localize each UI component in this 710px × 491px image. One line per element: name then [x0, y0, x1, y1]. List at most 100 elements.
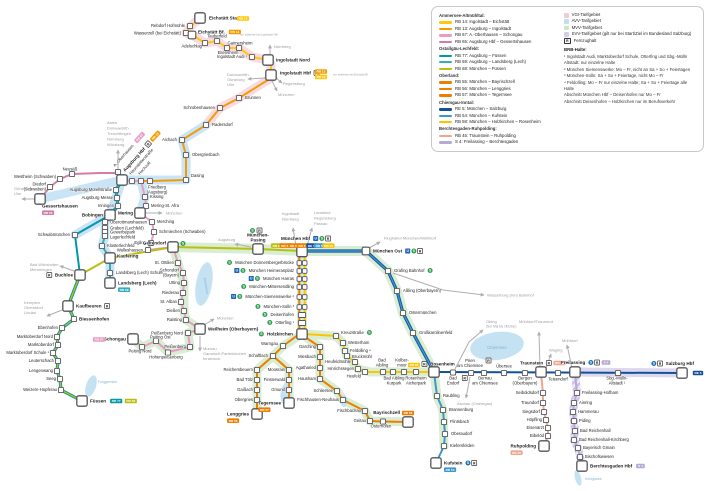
station-marker[interactable] — [56, 175, 64, 183]
station-marker[interactable] — [106, 269, 114, 277]
station-marker[interactable] — [296, 328, 308, 340]
station-marker[interactable] — [521, 369, 529, 377]
station-marker[interactable] — [104, 252, 116, 264]
station-marker[interactable] — [341, 347, 349, 355]
station-miesbach[interactable]: Miesbach — [298, 353, 324, 361]
station-kiefersfelden[interactable]: Kiefersfelden — [440, 443, 475, 450]
station-marker[interactable] — [180, 279, 188, 287]
station-marker[interactable] — [146, 177, 154, 185]
station-biessenhofen[interactable]: Biessenhofen — [70, 315, 110, 323]
station-marker[interactable] — [500, 369, 508, 377]
station-bayerisch-gmain[interactable]: Bayerisch Gmain — [574, 445, 616, 452]
station-marker[interactable] — [253, 376, 261, 384]
station-weilheim-oberbayern[interactable]: Weilheim (Oberbayern) — [194, 323, 259, 335]
station-teisendorf[interactable]: Teisendorf — [548, 369, 569, 382]
station-traundorf[interactable]: Traundorf — [521, 400, 547, 407]
station-lengenwang[interactable]: Lengenwang — [29, 368, 61, 375]
station-marker[interactable] — [34, 193, 46, 205]
station-ostermuenchen[interactable]: Ostermünchen — [399, 310, 437, 317]
station-marker[interactable] — [301, 304, 308, 310]
station-augsburg-messe[interactable]: Augsburg Messe — [81, 195, 121, 202]
station-marker[interactable] — [235, 94, 243, 102]
station-marker[interactable] — [297, 312, 307, 318]
station-schwabmuenchen[interactable]: Schwabmünchen — [38, 232, 79, 239]
station-marker[interactable] — [138, 343, 146, 351]
station-marker[interactable] — [316, 375, 324, 383]
station-merching[interactable]: Merching — [148, 218, 175, 226]
station-marker[interactable] — [223, 44, 231, 52]
station-marker[interactable] — [440, 418, 448, 426]
station-marker[interactable] — [137, 177, 145, 185]
station-marker[interactable] — [182, 316, 190, 324]
station-marker[interactable] — [301, 284, 308, 290]
station-marker[interactable] — [389, 368, 397, 376]
station-marker[interactable] — [56, 375, 64, 383]
station-raubling[interactable]: Raubling — [433, 392, 460, 400]
station-heufeld[interactable]: Heufeld — [346, 368, 369, 379]
station-dasing[interactable]: Dasing — [182, 173, 205, 184]
station-marker[interactable] — [62, 300, 74, 312]
station-bobingen[interactable]: Bobingen — [82, 209, 116, 221]
station-fischbachau[interactable]: Fischbachau — [337, 408, 369, 415]
station-marker[interactable] — [101, 232, 109, 240]
station-bad-reichenhall[interactable]: Bad Reichenhall — [571, 428, 611, 435]
station-marker[interactable] — [54, 357, 62, 365]
station-marker[interactable] — [142, 202, 150, 210]
station-heufeldmuehle[interactable]: Heufeldmühle — [325, 359, 359, 366]
station-adelschlag[interactable]: Adelschlag — [181, 39, 209, 49]
station-westheim-schwaben[interactable]: Westheim (Schwaben) — [14, 174, 64, 183]
station-marker[interactable] — [49, 349, 57, 357]
station-marker[interactable] — [540, 408, 548, 416]
station-marker[interactable] — [433, 392, 441, 400]
station-landsberg-lech-schule[interactable]: Landsberg (Lech) Schule — [106, 269, 164, 277]
station-piding[interactable]: Piding — [570, 418, 592, 425]
station-oberottmarshausen[interactable]: Oberottmarshausen — [101, 218, 148, 226]
station-marker[interactable] — [128, 177, 136, 185]
station-gaissach[interactable]: Gaißach — [237, 387, 261, 394]
station-marker[interactable] — [187, 30, 197, 40]
station-marker[interactable] — [379, 418, 387, 425]
station-marker[interactable] — [570, 436, 578, 444]
station-marker[interactable] — [148, 218, 156, 226]
station-muenchen-solln[interactable]: München-Solln ³S — [255, 304, 308, 310]
station-klosterlechfeld[interactable]: Klosterlechfeld — [98, 243, 135, 250]
station-augsburg-morellstrasse[interactable]: Augsburg Morellstraße — [69, 187, 120, 194]
station-marker[interactable] — [301, 260, 308, 266]
station-marker[interactable] — [285, 366, 293, 374]
station-marker[interactable] — [576, 453, 584, 461]
station-marker[interactable] — [74, 269, 86, 281]
station-marker[interactable] — [114, 202, 122, 210]
station-marker[interactable] — [104, 209, 116, 221]
station-marker[interactable] — [339, 396, 347, 404]
station-uebersee[interactable]: Übersee — [496, 363, 513, 377]
station-peiting-ost[interactable]: Peiting Ost — [150, 334, 172, 345]
station-marker[interactable] — [253, 366, 261, 374]
station-marker[interactable] — [480, 369, 488, 377]
station-schliersee[interactable]: Schliersee — [313, 388, 341, 395]
station-radersdorf[interactable]: Radersdorf — [202, 122, 234, 129]
station-marker[interactable] — [316, 353, 324, 361]
station-obergriesbach[interactable]: Obergriesbach — [182, 152, 220, 159]
station-marker[interactable] — [296, 294, 303, 300]
station-inningen[interactable]: Inningen — [98, 202, 122, 210]
station-westerham[interactable]: Westerham — [339, 340, 370, 347]
station-freilassing-hofham[interactable]: Freilassing-Hofham — [573, 390, 619, 397]
station-eichstaett-bf[interactable]: Eichstätt Bf.RB 13 — [187, 29, 241, 40]
station-marker[interactable] — [152, 337, 160, 345]
station-kissing[interactable]: Kissing — [141, 194, 164, 201]
station-eisenaerzt[interactable]: Eisenärzt — [526, 425, 552, 432]
